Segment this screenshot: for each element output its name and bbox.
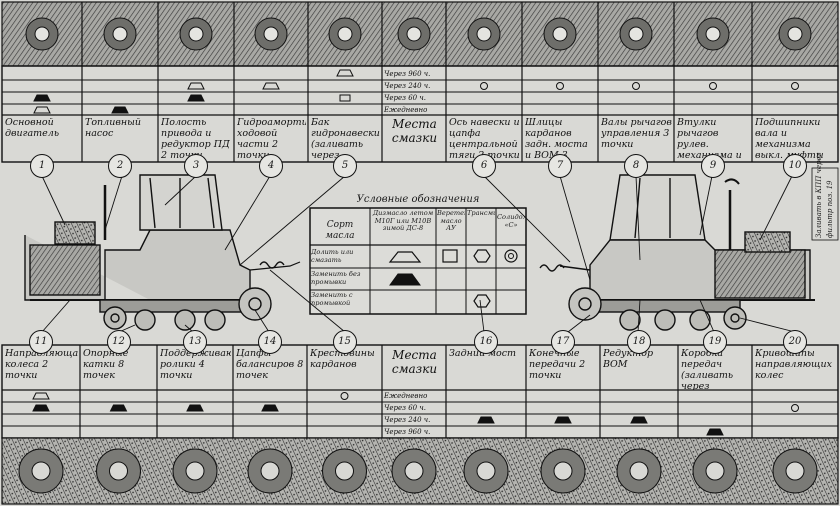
bottom-interval-4: Через 960 ч.: [384, 428, 431, 436]
callout-11: 11: [29, 330, 53, 354]
bottom-cell-label-19: Редуктор ВОМ: [603, 348, 654, 370]
top-cell-label-4: Гидроамортизаторы ходовой части 2 точки: [237, 117, 306, 161]
bottom-cell-label-21: Кривошипы направляющих колес: [755, 348, 833, 381]
callout-8: 8: [624, 154, 648, 178]
callout-14: 14: [258, 330, 282, 354]
bottom-interval-2: Через 60 ч.: [384, 404, 426, 412]
side-note-line-2: фильтр поз. 19: [826, 180, 834, 239]
callout-2: 2: [108, 154, 132, 178]
top-cell-label-2: Топливный насос: [85, 117, 141, 139]
bottom-cell-label-17: Задний мост: [449, 348, 517, 359]
leader-lines: [41, 175, 796, 333]
callout-17: 17: [551, 330, 575, 354]
bottom-photo-strip: [1, 437, 839, 505]
callout-1: 1: [30, 154, 54, 178]
top-cell-label-3: Полость привода и редуктор ПД 2 точки: [161, 117, 230, 161]
callout-15: 15: [332, 330, 357, 354]
top-cell-label-1: Основной двигатель: [5, 117, 59, 139]
right-tractor-drawing: [539, 174, 815, 331]
bottom-cell-label-20: Коробка передач (заливать через фильтр): [681, 348, 734, 390]
callout-7: 7: [548, 154, 572, 178]
bottom-interval-3: Через 240 ч.: [384, 416, 431, 424]
callout-9: 9: [701, 154, 725, 178]
top-cell-label-5: Бак гидронавески (заливать через фильтр): [311, 117, 380, 161]
top-photo-strip: [1, 1, 839, 67]
callout-5: 5: [333, 154, 357, 178]
callout-16: 16: [474, 330, 498, 354]
callout-18: 18: [627, 330, 651, 354]
legend-col-1: Дизмасло летом М10Г или М10В зимой ДС-8: [372, 210, 434, 232]
side-note-line-1: Заливать в КПП через: [815, 152, 823, 238]
legend-row-3: Заменить с промывкой: [311, 292, 353, 307]
interval-marks: [32, 69, 799, 436]
top-cell-label-8: Шлицы карданов задн. моста и ВОМ 3 точки: [525, 117, 588, 161]
top-interval-3: Через 60 ч.: [384, 94, 426, 102]
top-table: [1, 2, 839, 163]
bottom-cell-label-14: Цапфы балансиров 8 точек: [236, 348, 304, 381]
bottom-cell-label-13: Поддерживающие ролики 4 точки: [160, 348, 231, 381]
legend-row-2: Заменить без промывки: [311, 271, 361, 286]
legend-row-1: Долить или смазать: [311, 249, 354, 264]
top-interval-4: Ежедневно: [384, 106, 428, 114]
bottom-cell-label-18: Конечные передачи 2 точки: [529, 348, 586, 381]
top-cell-label-9: Валы рычагов управления 3 точки: [601, 117, 672, 150]
top-interval-2: Через 240 ч.: [384, 82, 431, 90]
callout-19: 19: [703, 330, 727, 354]
top-cell-label-6: Места смазки: [391, 117, 438, 145]
bottom-cell-label-11: Направляющая колеса 2 точки: [5, 348, 78, 381]
callout-6: 6: [472, 154, 496, 178]
bottom-cell-label-16: Места смазки: [391, 348, 438, 376]
legend-col-3: Трансмиссионное: [467, 210, 495, 217]
bottom-interval-1: Ежедневно: [384, 392, 428, 400]
legend-row-header: Сорт масла: [325, 220, 355, 241]
callout-12: 12: [106, 330, 131, 354]
legend-table: [309, 207, 527, 315]
callout-4: 4: [259, 154, 283, 178]
top-interval-1: Через 960 ч.: [384, 70, 431, 78]
legend-title: Условные обозначения: [356, 194, 480, 205]
callout-10: 10: [783, 154, 807, 178]
bottom-cell-label-15: Крестовины карданов: [310, 348, 375, 370]
callout-20: 20: [783, 330, 807, 354]
side-note-box: [811, 167, 839, 241]
callout-3: 3: [184, 154, 208, 178]
legend-col-2: Веретенное масло АУ: [437, 210, 465, 232]
legend-col-4: Солидол «С»: [497, 214, 525, 229]
callout-13: 13: [183, 330, 207, 354]
bottom-cell-label-12: Опорные катки 8 точек: [83, 348, 129, 381]
left-tractor-drawing: [24, 174, 301, 331]
